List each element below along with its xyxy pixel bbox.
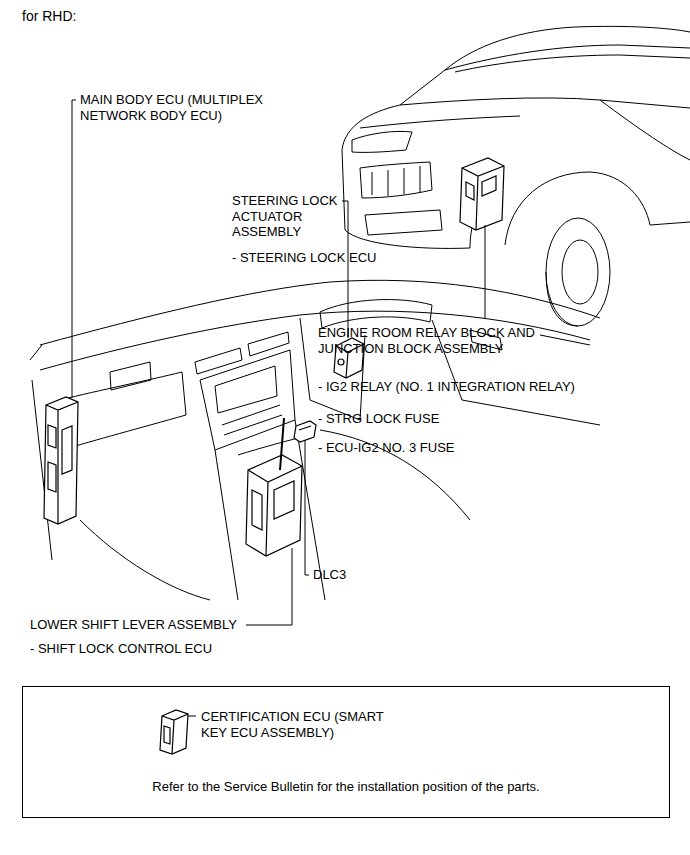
part-label: ENGINE ROOM RELAY BLOCK AND JUNCTION BLO… — [318, 325, 578, 356]
car-outline — [455, 55, 690, 72]
car-outline — [342, 150, 470, 248]
dashboard-outline — [200, 350, 295, 450]
leader-line — [72, 100, 76, 398]
car-outline — [600, 100, 690, 160]
main-body-ecu-shape — [44, 397, 78, 524]
leader-line — [305, 440, 309, 575]
part-label: STEERING LOCK ACTUATOR ASSEMBLY — [232, 193, 372, 240]
dashboard-outline — [195, 332, 289, 374]
dashboard-outline — [40, 311, 590, 370]
car-outline — [365, 210, 442, 235]
relay-block — [466, 176, 496, 200]
certification-ecu-icon — [164, 726, 170, 744]
car-outline — [505, 172, 650, 245]
note-text: CERTIFICATION ECU (SMART KEY ECU ASSEMBL… — [201, 709, 391, 740]
dlc3-shape — [299, 426, 311, 430]
leader-line — [485, 225, 486, 318]
leader-line — [188, 716, 196, 717]
shift-lever-shape — [246, 455, 302, 556]
dashboard-outline — [215, 420, 325, 600]
dlc3-shape — [294, 421, 316, 442]
part-label: - STEERING LOCK ECU — [232, 250, 432, 266]
dashboard-outline — [540, 335, 590, 345]
car-outline — [372, 166, 420, 196]
dashboard-outline — [110, 362, 151, 390]
car-outline — [562, 240, 598, 304]
part-label: DLC3 — [313, 567, 393, 583]
note-box: CERTIFICATION ECU (SMART KEY ECU ASSEMBL… — [22, 686, 670, 818]
dlc3-shape — [294, 421, 316, 442]
dashboard-outline — [30, 280, 600, 600]
car-outline — [546, 218, 610, 326]
shift-lever-shape — [252, 481, 294, 530]
certification-ecu-icon — [160, 710, 188, 754]
relay-block — [460, 158, 504, 230]
main-body-ecu-shape — [46, 402, 78, 524]
part-label: - IG2 RELAY (NO. 1 INTEGRATION RELAY) — [318, 379, 678, 395]
dashboard-outline — [320, 300, 432, 328]
shift-lever-shape — [280, 418, 284, 470]
car-outline — [400, 98, 690, 108]
car-outline — [650, 222, 690, 225]
leader-line — [342, 201, 348, 338]
dashboard-outline — [215, 366, 277, 413]
shift-lever-shape — [246, 418, 302, 556]
note-text: Refer to the Service Bulletin for the in… — [23, 779, 669, 795]
relay-block — [460, 158, 504, 230]
diagram-title: for RHD: — [22, 8, 76, 25]
part-label: - STRG LOCK FUSE — [318, 411, 618, 427]
dashboard-outline — [60, 372, 186, 450]
certification-ecu-icon — [162, 714, 188, 754]
certification-ecu-icon — [160, 710, 188, 754]
leader-line — [246, 548, 292, 625]
shift-lever-shape — [248, 466, 302, 556]
relay-block — [462, 166, 504, 230]
car-outline — [546, 272, 578, 326]
steering-lock-actuator-shape — [338, 359, 344, 365]
main-body-ecu-shape — [44, 397, 78, 524]
car-outline — [352, 131, 412, 152]
car-outline — [360, 162, 432, 198]
dashboard-outline — [222, 405, 282, 435]
dashboard-outline — [80, 520, 210, 600]
part-label: MAIN BODY ECU (MULTIPLEX NETWORK BODY EC… — [80, 92, 300, 123]
part-label: LOWER SHIFT LEVER ASSEMBLY — [30, 617, 280, 633]
main-body-ecu-shape — [48, 425, 72, 492]
car-outline — [342, 26, 690, 326]
part-label: - ECU-IG2 NO. 3 FUSE — [318, 440, 618, 456]
car-outline — [360, 116, 520, 128]
part-label: - SHIFT LOCK CONTROL ECU — [30, 641, 280, 657]
